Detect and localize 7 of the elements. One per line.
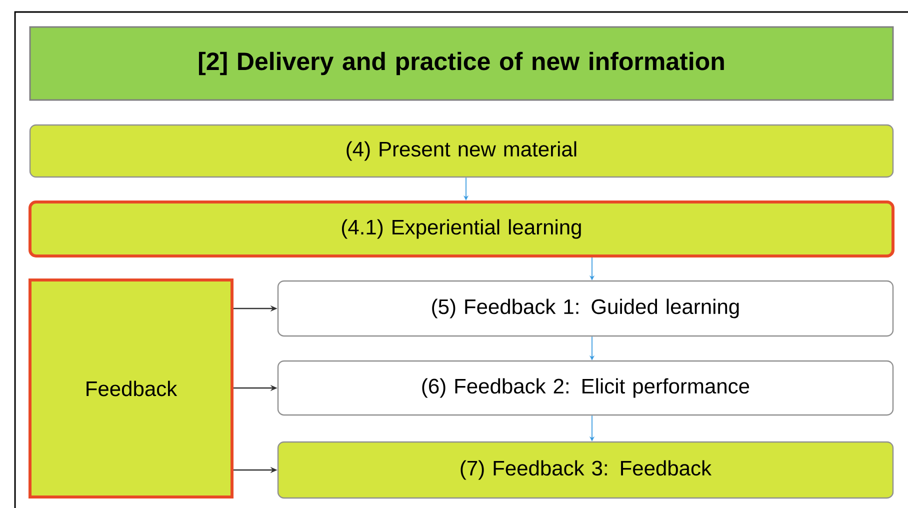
header-box: [2] Delivery and practice of new information	[29, 26, 894, 101]
process-box: (7) Feedback 3: Feedback	[277, 441, 894, 499]
process-box: (5) Feedback 1: Guided learning	[277, 280, 894, 337]
process-box: (4.1) Experiential learning	[28, 200, 894, 258]
feedback-box: Feedback	[28, 278, 234, 498]
process-box: (6) Feedback 2: Elicit performance	[277, 360, 894, 416]
process-box: (4) Present new material	[29, 124, 894, 178]
